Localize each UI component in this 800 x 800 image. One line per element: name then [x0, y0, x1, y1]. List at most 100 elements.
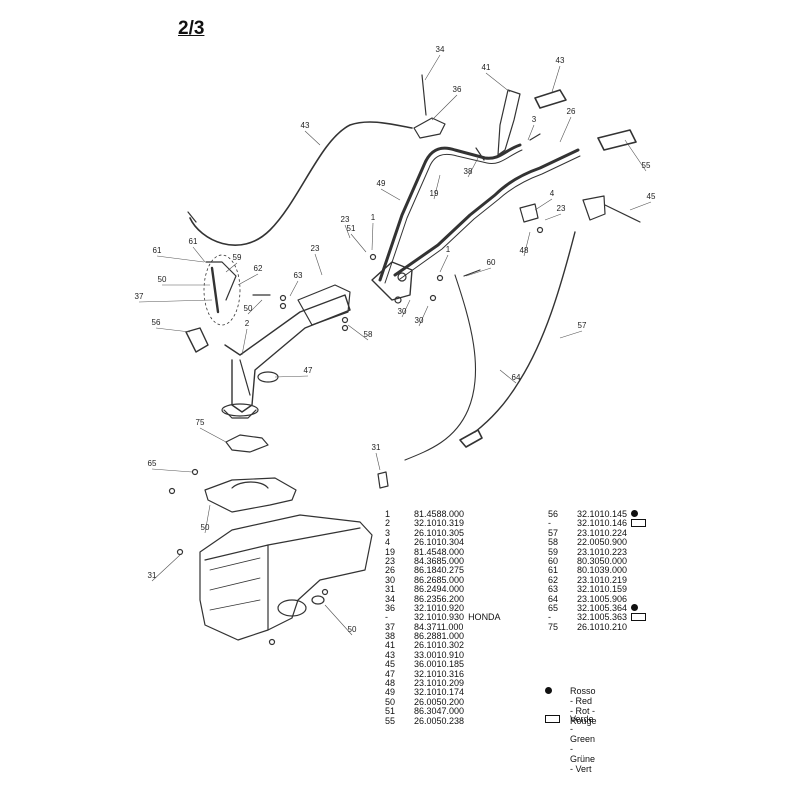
- callout-number: 65: [148, 459, 157, 468]
- throttle-lever-45: [582, 195, 641, 223]
- callout-50: 50: [201, 504, 211, 534]
- handlebar-49-upper: [378, 143, 522, 282]
- part-code: 36.0010.185: [414, 659, 465, 670]
- leader-line: [199, 427, 227, 443]
- callout-62: 62: [237, 264, 263, 286]
- part-ref: -: [548, 612, 551, 623]
- part-ref: 55: [385, 715, 396, 726]
- part-ref: 41: [385, 640, 396, 651]
- part-note: HONDA: [468, 612, 501, 623]
- part-ref: 1: [385, 509, 391, 519]
- callout-59: 59: [225, 253, 242, 273]
- part-ref: 49: [385, 687, 396, 698]
- part-ref: 58: [548, 537, 559, 548]
- callout-3: 3: [527, 115, 537, 141]
- callout-number: 50: [348, 625, 357, 634]
- page-number: 2/3: [178, 18, 205, 39]
- leader-line: [289, 280, 299, 297]
- leader-line: [344, 224, 351, 239]
- callout-51: 51: [347, 224, 367, 253]
- part-ref: 30: [385, 574, 396, 585]
- throttle-cable-55: [189, 121, 413, 246]
- callout-65: 65: [148, 459, 193, 473]
- plate-64: [225, 434, 269, 453]
- callout-number: 58: [364, 330, 373, 339]
- callout-number: 41: [482, 63, 491, 72]
- part-code: 32.1005.363: [577, 612, 628, 623]
- parts-row: 19 81.4548.000: [385, 546, 501, 557]
- callout-50: 50: [324, 604, 357, 636]
- callout-number: 43: [301, 121, 310, 130]
- part-code: 80.1039.000: [577, 565, 628, 576]
- part-code: 32.1010.174: [414, 687, 465, 698]
- leader-line: [156, 255, 205, 263]
- callout-30: 30: [415, 305, 429, 327]
- grip-58: [185, 327, 209, 353]
- callout-34: 34: [424, 45, 445, 81]
- callout-19: 19: [430, 174, 441, 200]
- callout-47: 47: [274, 366, 313, 378]
- callout-number: 48: [520, 246, 529, 255]
- part-ref: 3: [385, 527, 391, 538]
- part-ref: 19: [385, 546, 396, 557]
- part-ref: 31: [385, 584, 396, 595]
- leader-line: [544, 213, 562, 221]
- control-body-4: [519, 203, 539, 223]
- leader-line: [204, 504, 211, 534]
- part-ref: 65: [548, 602, 559, 613]
- part-code: 26.1010.305: [414, 527, 465, 538]
- part-ref: 62: [548, 574, 559, 585]
- callout-number: 38: [464, 167, 473, 176]
- leader-line: [314, 253, 323, 276]
- red-dot-icon: [631, 510, 639, 517]
- part-ref: 36: [385, 602, 396, 613]
- legend-red-line2: Rouge: [570, 716, 597, 726]
- leader-line: [523, 231, 531, 257]
- part-code: 84.3685.000: [414, 555, 465, 566]
- leader-line: [485, 72, 511, 93]
- part-code: 32.1010.159: [577, 584, 628, 595]
- callout-43: 43: [551, 56, 565, 93]
- leader-line: [534, 198, 553, 211]
- parts-row: 49 32.1010.174: [385, 687, 501, 698]
- handlebar-49-lower: [393, 148, 580, 277]
- callout-60: 60: [465, 258, 496, 277]
- throttle-bracket-36: [413, 117, 446, 139]
- callout-57: 57: [559, 321, 587, 339]
- legend-red-line1: Rosso - Red - Rot -: [570, 686, 596, 716]
- part-code: 81.4548.000: [414, 546, 465, 557]
- callout-number: 37: [135, 292, 144, 301]
- callout-number: 56: [152, 318, 161, 327]
- callout-30: 30: [398, 299, 411, 318]
- callout-number: 4: [550, 189, 555, 198]
- leader-line: [155, 327, 191, 333]
- part-code: 80.3050.000: [577, 555, 628, 566]
- leader-line: [225, 262, 238, 273]
- leader-line: [418, 305, 429, 327]
- green-box-icon: [631, 519, 647, 528]
- cable-47: [404, 274, 477, 461]
- part-ref: -: [385, 612, 388, 623]
- shroud-65: [204, 477, 297, 513]
- callout-number: 59: [233, 253, 242, 262]
- part-code: 86.2494.000: [414, 584, 465, 595]
- leader-line: [439, 254, 449, 273]
- leader-line: [624, 139, 647, 172]
- callout-75: 75: [196, 418, 227, 443]
